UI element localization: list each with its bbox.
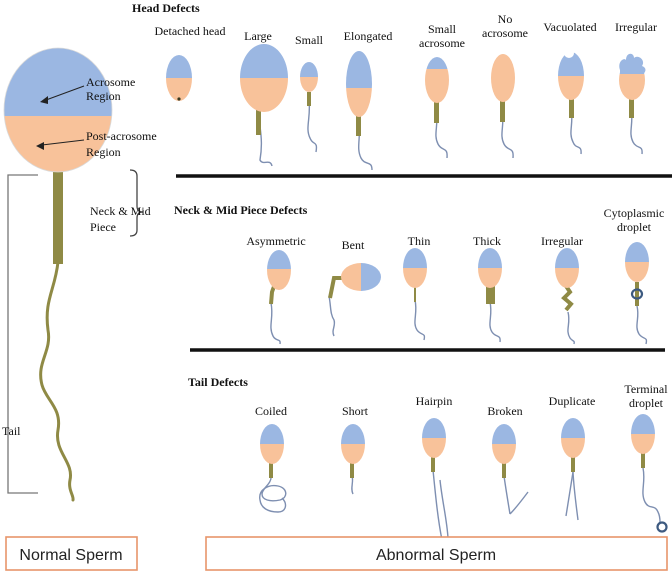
neck-defect-asymmetric: Asymmetric (246, 234, 306, 345)
tail-defect-short: Short (341, 404, 369, 495)
tail-defects-row: Coiled Short Hairpin Broken (255, 382, 668, 546)
tail-bracket (7, 174, 38, 494)
neck-defect-label: Bent (342, 238, 365, 252)
neck-defects-row: Asymmetric Bent Thin Thick (246, 206, 665, 345)
tail-defect-label: Hairpin (416, 394, 453, 408)
neck-defect-thick: Thick (473, 234, 502, 343)
head-defect-vacuolated: Vacuolated (543, 20, 597, 155)
normal-sperm-head (4, 48, 112, 172)
neck-bracket (129, 169, 144, 237)
abnormal-sperm-box (205, 536, 668, 571)
head-defects-row: Detached head Large Small Elongated (155, 12, 657, 171)
droplet-icon (656, 521, 668, 533)
normal-sperm-box (5, 536, 138, 571)
head-defect-label: Elongated (344, 29, 393, 43)
tail-label: Tail (2, 424, 21, 438)
tail-defect-label: Duplicate (549, 394, 596, 408)
tail-defect-duplicate: Duplicate (549, 394, 596, 521)
neck-defect-thin: Thin (403, 234, 431, 341)
head-defect-large: Large (240, 29, 288, 167)
neck-defect-label: Thin (408, 234, 431, 248)
droplet-icon (630, 288, 644, 300)
vacuole-icon (564, 48, 574, 58)
head-defect-label: Irregular (615, 20, 657, 34)
tail-defect-label: Broken (487, 404, 522, 418)
post-acrosome-arrowhead (36, 142, 44, 150)
head-defect-elongated: Elongated (344, 29, 393, 171)
head-defect-detached: Detached head (155, 24, 226, 101)
tail-defect-coiled: Coiled (255, 404, 287, 513)
tail-defect-label: Coiled (255, 404, 287, 418)
normal-sperm-midpiece (53, 168, 63, 264)
tail-defect-hairpin: Hairpin (416, 394, 453, 546)
tail-defect-broken: Broken (487, 404, 529, 515)
neck-defects-title: Neck & Mid Piece Defects (174, 203, 308, 217)
head-defect-label: Small (295, 33, 324, 47)
head-defects-title: Head Defects (132, 1, 200, 15)
post-acrosome-arrow (41, 139, 85, 146)
head-defect-small: Small (295, 33, 324, 153)
neck-defect-irregular: Irregular (541, 234, 583, 345)
head-defect-label: Detached head (155, 24, 226, 38)
neck-defect-label: Thick (473, 234, 501, 248)
abnormal-sperm-box-label: Abnormal Sperm (376, 547, 496, 564)
neck-defect-bent: Bent (328, 238, 381, 337)
normal-sperm-tail (39, 260, 75, 502)
acrosome-arrow (45, 85, 85, 101)
tail-defect-label: Short (342, 404, 369, 418)
head-defect-label: Vacuolated (543, 20, 596, 34)
head-defect-irregular: Irregular (615, 20, 657, 155)
tail-defects-title: Tail Defects (188, 375, 248, 389)
normal-sperm-box-label: Normal Sperm (19, 547, 122, 564)
acrosome-arrowhead (40, 96, 48, 104)
neck-defect-label: Irregular (541, 234, 583, 248)
normal-sperm-figure (3, 47, 144, 502)
neck-defect-label: Asymmetric (246, 234, 305, 248)
head-defect-label: Large (244, 29, 272, 43)
